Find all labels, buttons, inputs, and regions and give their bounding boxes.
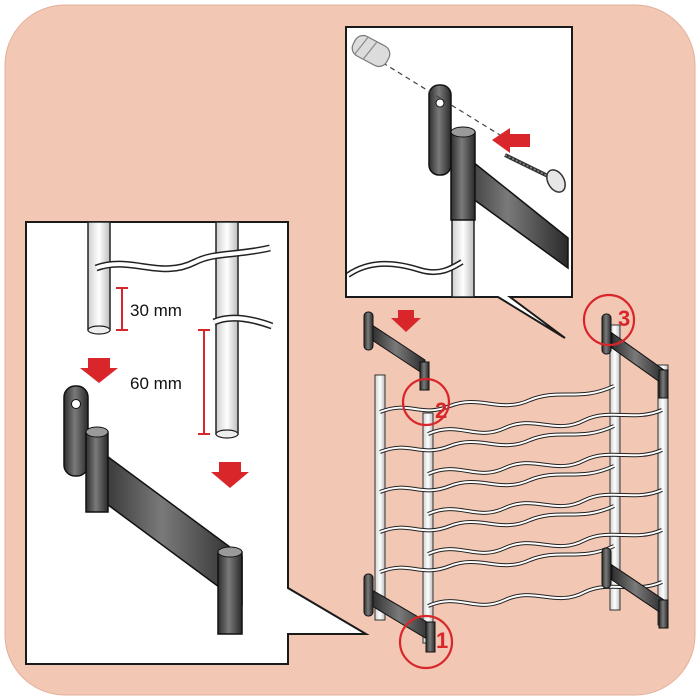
wall-plug-icon (351, 34, 391, 68)
arrow-down-icon (211, 462, 249, 488)
step-number-1: 1 (436, 628, 448, 653)
detail-panel-spacing (25, 221, 370, 665)
step-number-2: 2 (435, 398, 447, 423)
arrow-down-icon (80, 358, 118, 383)
measurement-30mm: 30 mm (130, 301, 182, 320)
step-number-3: 3 (618, 306, 630, 331)
rack-overview (363, 311, 669, 653)
measurement-60mm: 60 mm (130, 374, 182, 393)
step-circle-icon (582, 293, 636, 347)
arrow-left-icon (492, 128, 530, 153)
screw-icon (504, 153, 566, 193)
arrow-down-icon (391, 310, 421, 332)
step-circle-icon (401, 377, 451, 427)
step-circle-icon (398, 614, 454, 670)
detail-panel-wall-mount (345, 26, 573, 339)
